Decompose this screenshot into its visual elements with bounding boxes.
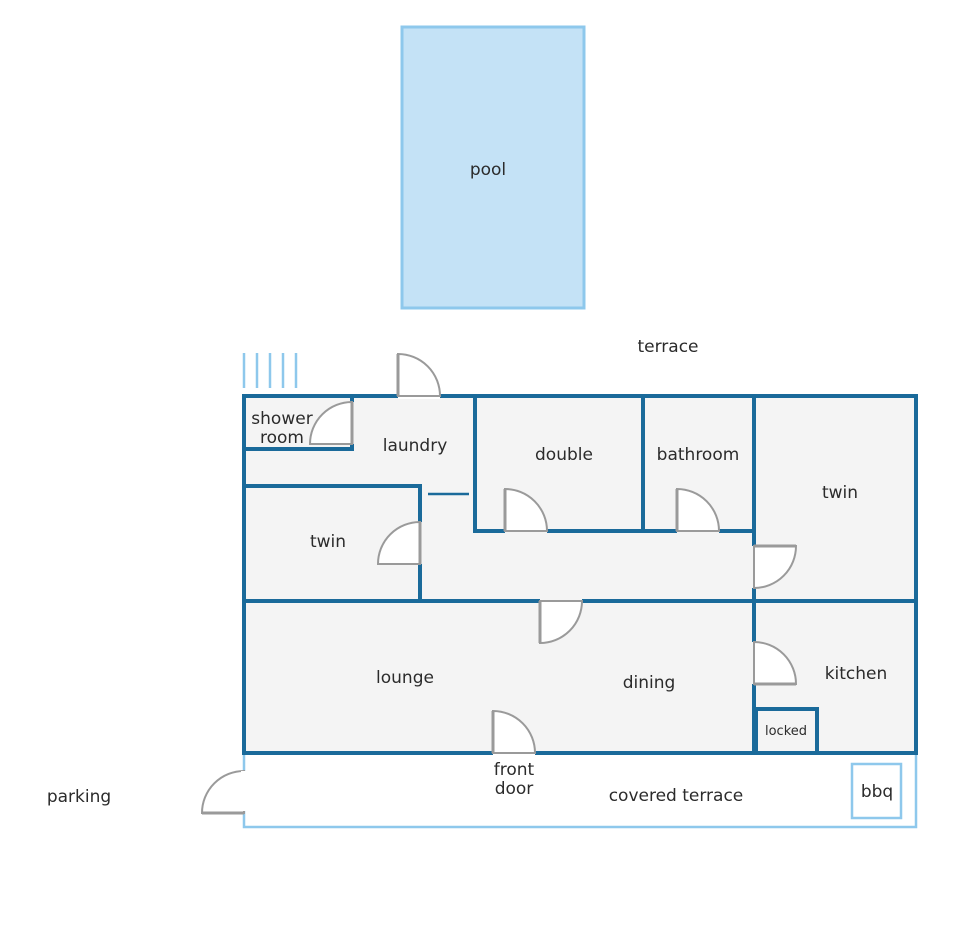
bathroom-label: bathroom: [657, 445, 740, 465]
parking-label: parking: [47, 787, 111, 807]
doors: [308, 352, 798, 754]
double-label: double: [535, 445, 593, 465]
bbq: [850, 762, 903, 820]
kitchen-label: kitchen: [825, 664, 888, 684]
pool: [400, 25, 586, 310]
bbq-label: bbq: [861, 782, 893, 802]
parking-gate: [200, 769, 245, 815]
front-door-label-2: door: [495, 779, 534, 799]
dining-label: dining: [623, 673, 676, 693]
twin-west-label: twin: [310, 532, 346, 552]
front-door-label-1: front: [494, 760, 535, 780]
terrace-label: terrace: [637, 337, 698, 357]
lounge-label: lounge: [376, 668, 434, 688]
covered-terrace: [242, 751, 918, 829]
house-floor: [244, 396, 916, 753]
pool-label: pool: [470, 160, 506, 180]
twin-east-label: twin: [822, 483, 858, 503]
steps: [242, 353, 298, 388]
shower-room-label-2: room: [260, 428, 304, 448]
covered-terrace-label: covered terrace: [609, 786, 744, 806]
laundry-label: laundry: [383, 436, 448, 456]
locked-label: locked: [765, 724, 807, 739]
shower-room-label-1: shower: [251, 409, 312, 429]
